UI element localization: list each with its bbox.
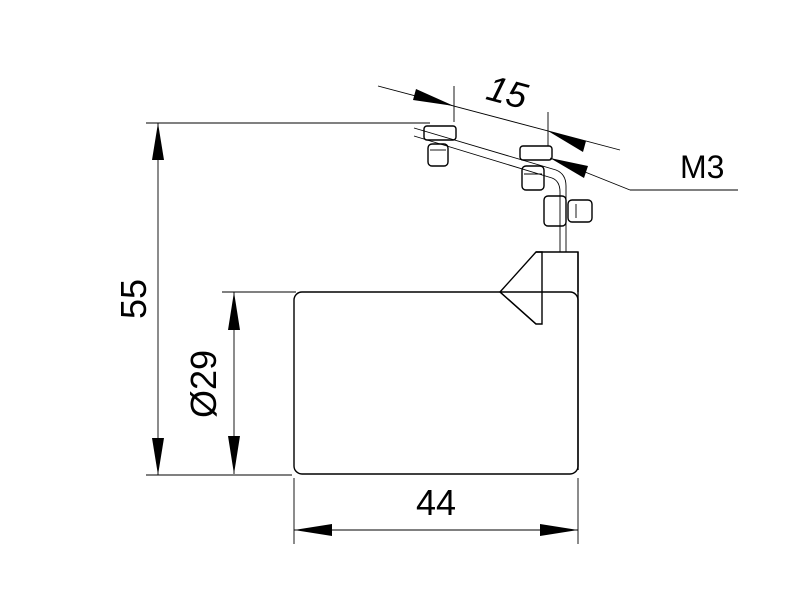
diameter-label: Ø29 bbox=[183, 350, 224, 418]
funnel-cone bbox=[499, 251, 543, 325]
screw-middle bbox=[519, 145, 553, 191]
dimension-spacing: 15 bbox=[377, 67, 621, 152]
width-label: 44 bbox=[416, 482, 456, 523]
height-label: 55 bbox=[113, 279, 154, 319]
dimension-height: 55 bbox=[113, 122, 430, 476]
callout-thread: M3 bbox=[549, 149, 738, 191]
mounting-bracket bbox=[413, 127, 567, 252]
thread-label: M3 bbox=[680, 149, 724, 185]
housing-body bbox=[293, 251, 579, 475]
dimension-width: 44 bbox=[293, 478, 579, 544]
screw-left bbox=[423, 125, 457, 167]
dimension-diameter: Ø29 bbox=[183, 291, 296, 474]
spacing-label: 15 bbox=[483, 67, 533, 117]
screw-side bbox=[543, 195, 593, 227]
